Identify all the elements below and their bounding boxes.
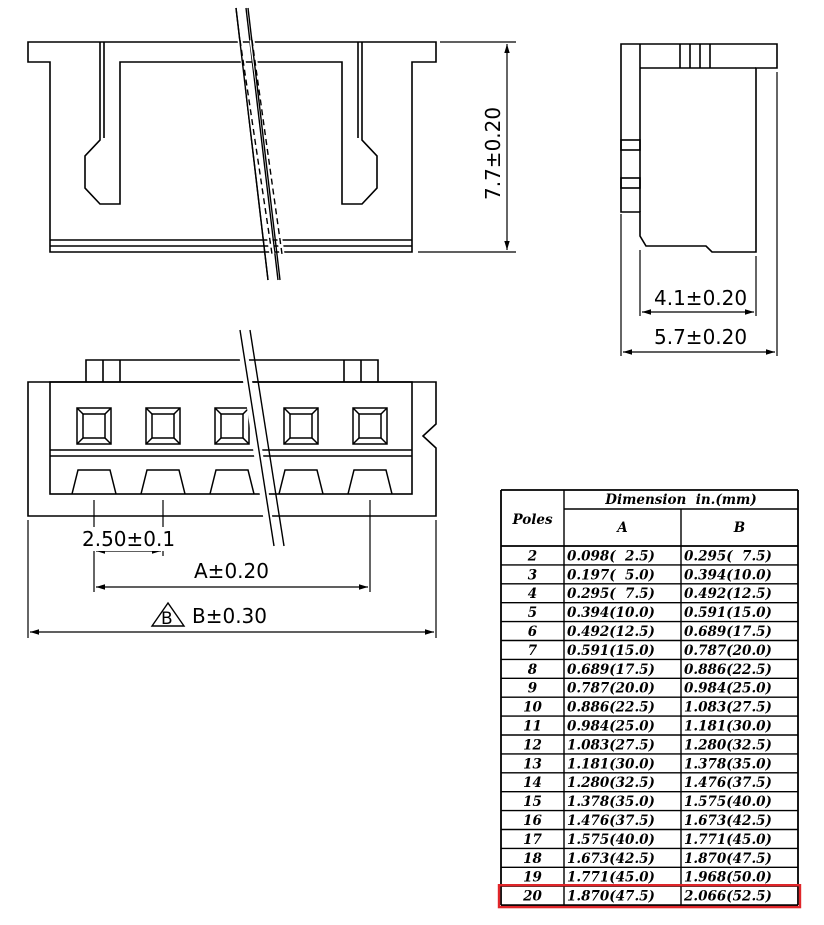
table-cell-a: 0.197( 5.0) [567,567,655,583]
table-cell-b: 0.689(17.5) [684,624,772,640]
table-cell-poles: 9 [528,681,538,697]
table-header-b: B [733,520,745,536]
table-cell-poles: 11 [523,719,542,735]
contact-slots [76,407,388,445]
table-cell-poles: 7 [528,643,538,659]
table-cell-a: 0.591(15.0) [567,643,655,659]
table-cell-poles: 15 [523,794,542,810]
table-cell-a: 1.771(45.0) [567,870,655,886]
table-cell-poles: 19 [523,870,542,886]
table-cell-b: 1.673(42.5) [684,813,772,829]
table-cell-b: 1.280(32.5) [684,737,772,753]
table-cell-a: 1.673(42.5) [567,851,655,867]
table-cell-a: 1.181(30.0) [567,756,655,772]
table-cell-b: 1.870(47.5) [684,851,772,867]
table-cell-b: 2.066(52.5) [683,889,772,905]
table-cell-b: 0.984(25.0) [684,681,772,697]
height-dimension [418,41,516,253]
depth-outer-label: 5.7±0.20 [654,325,747,349]
pitch-label: 2.50±0.1 [82,527,175,551]
table-cell-a: 1.870(47.5) [567,889,655,905]
table-header-dimension: Dimension in.(mm) [604,492,756,508]
table-cell-b: 1.476(37.5) [684,775,772,791]
dim-b-label: B±0.30 [192,604,267,628]
table-cell-poles: 6 [528,624,538,640]
table-cell-b: 1.083(27.5) [684,700,772,716]
table-cell-b: 1.771(45.0) [684,832,772,848]
table-cell-a: 0.295( 7.5) [567,586,655,602]
table-cell-b: 0.295( 7.5) [684,548,772,564]
table-cell-poles: 12 [523,737,542,753]
table-cell-poles: 20 [522,889,542,905]
table-cell-a: 0.492(12.5) [567,624,655,640]
depth-inner-label: 4.1±0.20 [654,286,747,310]
break-line-bottom [235,329,285,547]
table-cell-poles: 5 [528,605,537,621]
side-dimensions [620,72,778,356]
front-view-top [27,41,437,253]
table-cell-b: 0.787(20.0) [684,643,772,659]
table-cell-poles: 14 [523,775,542,791]
triangle-b-mark: B [150,601,186,629]
table-cell-a: 0.394(10.0) [567,605,655,621]
table-cell-b: 1.378(35.0) [684,756,772,772]
table-cell-a: 1.575(40.0) [567,832,655,848]
dim-a-label: A±0.20 [194,559,269,583]
table-cell-poles: 2 [527,548,537,564]
table-cell-a: 0.886(22.5) [567,700,655,716]
table-cell-a: 0.787(20.0) [567,681,655,697]
height-label: 7.7±0.20 [481,107,505,200]
table-cell-b: 0.492(12.5) [684,586,772,602]
table-cell-a: 0.984(25.0) [567,719,655,735]
table-cell-b: 1.575(40.0) [684,794,772,810]
table-cell-b: 0.886(22.5) [684,662,772,678]
table-cell-poles: 18 [523,851,542,867]
highlighted-row-box [497,884,802,909]
table-cell-a: 1.378(35.0) [567,794,655,810]
break-line-top [235,7,285,281]
table-header-poles: Poles [511,512,553,528]
table-cell-b: 1.181(30.0) [684,719,772,735]
table-header-a: A [615,520,627,536]
table-cell-poles: 10 [523,700,542,716]
table-cell-a: 1.476(37.5) [567,813,655,829]
table-cell-a: 1.280(32.5) [567,775,655,791]
table-cell-a: 0.689(17.5) [567,662,655,678]
table-cell-poles: 8 [528,662,538,678]
table-cell-b: 0.394(10.0) [684,567,772,583]
side-view [620,43,778,253]
table-cell-poles: 17 [523,832,542,848]
table-cell-b: 1.968(50.0) [684,870,772,886]
table-cell-poles: 4 [528,586,537,602]
table-cell-poles: 16 [523,813,542,829]
pitch-label-bg [80,527,178,551]
table-cell-poles: 13 [523,756,542,772]
bottom-view [27,359,437,517]
table-cell-a: 0.098( 2.5) [567,548,655,564]
svg-text:B: B [161,609,173,629]
table-cell-b: 0.591(15.0) [684,605,772,621]
table-cell-a: 1.083(27.5) [567,737,655,753]
contact-feet [71,469,393,495]
table-cell-poles: 3 [528,567,537,583]
dimension-table: Poles Dimension in.(mm) A B 2 0.098( 2.5) 0.29… [497,489,802,909]
